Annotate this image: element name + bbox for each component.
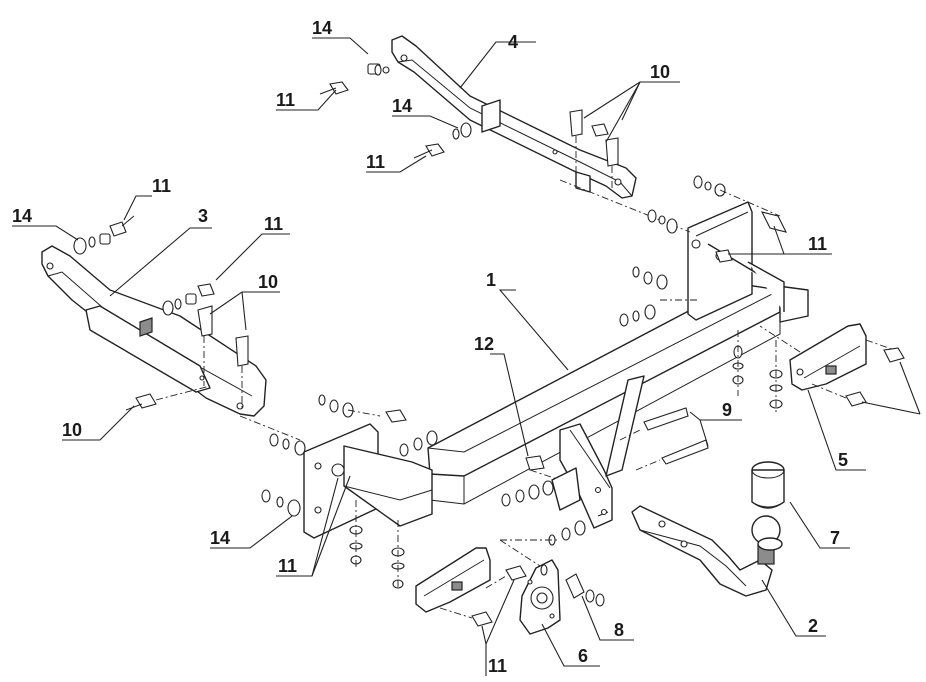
callout-10: 10: [650, 62, 670, 82]
callout-9: 9: [722, 400, 732, 420]
callout-11: 11: [366, 152, 385, 172]
crossbar-part-1: [303, 201, 809, 539]
towball-neck-part-2: [631, 505, 783, 597]
callout-12: 12: [474, 334, 494, 354]
callout-8: 8: [614, 620, 624, 640]
callout-14: 14: [12, 206, 32, 226]
callout-5: 5: [838, 450, 848, 470]
callout-11: 11: [488, 656, 507, 676]
callout-11: 11: [276, 90, 295, 110]
callout-1: 1: [486, 270, 496, 290]
callout-labels: 14 4 10 11 14 11 11 14 3 11 10 11 1 12 1…: [12, 18, 848, 676]
callout-10: 10: [258, 272, 278, 292]
fasteners-part-3: [73, 215, 301, 441]
callout-3: 3: [198, 206, 208, 226]
bracket-part-3: [41, 245, 267, 417]
fasteners-right: [559, 175, 788, 412]
callout-7: 7: [830, 528, 840, 548]
callout-11: 11: [278, 556, 297, 576]
callout-11: 11: [808, 234, 827, 254]
callout-4: 4: [508, 32, 518, 52]
callout-11: 11: [264, 214, 283, 234]
fasteners-center: [499, 407, 709, 607]
callout-11: 11: [152, 176, 171, 196]
plate-part-5: [759, 323, 905, 407]
lower-plate: [415, 547, 527, 627]
ball-cap-part-7: [751, 461, 785, 509]
callout-2: 2: [808, 616, 818, 636]
callout-14: 14: [312, 18, 332, 38]
bracket-part-4: [391, 35, 637, 199]
fasteners-left: [261, 394, 438, 590]
leader-lines: [12, 37, 921, 676]
callout-6: 6: [578, 646, 588, 666]
callout-14: 14: [210, 528, 230, 548]
callout-14: 14: [392, 96, 412, 116]
socket-plate-part-6: [519, 559, 561, 635]
callout-10: 10: [62, 420, 82, 440]
